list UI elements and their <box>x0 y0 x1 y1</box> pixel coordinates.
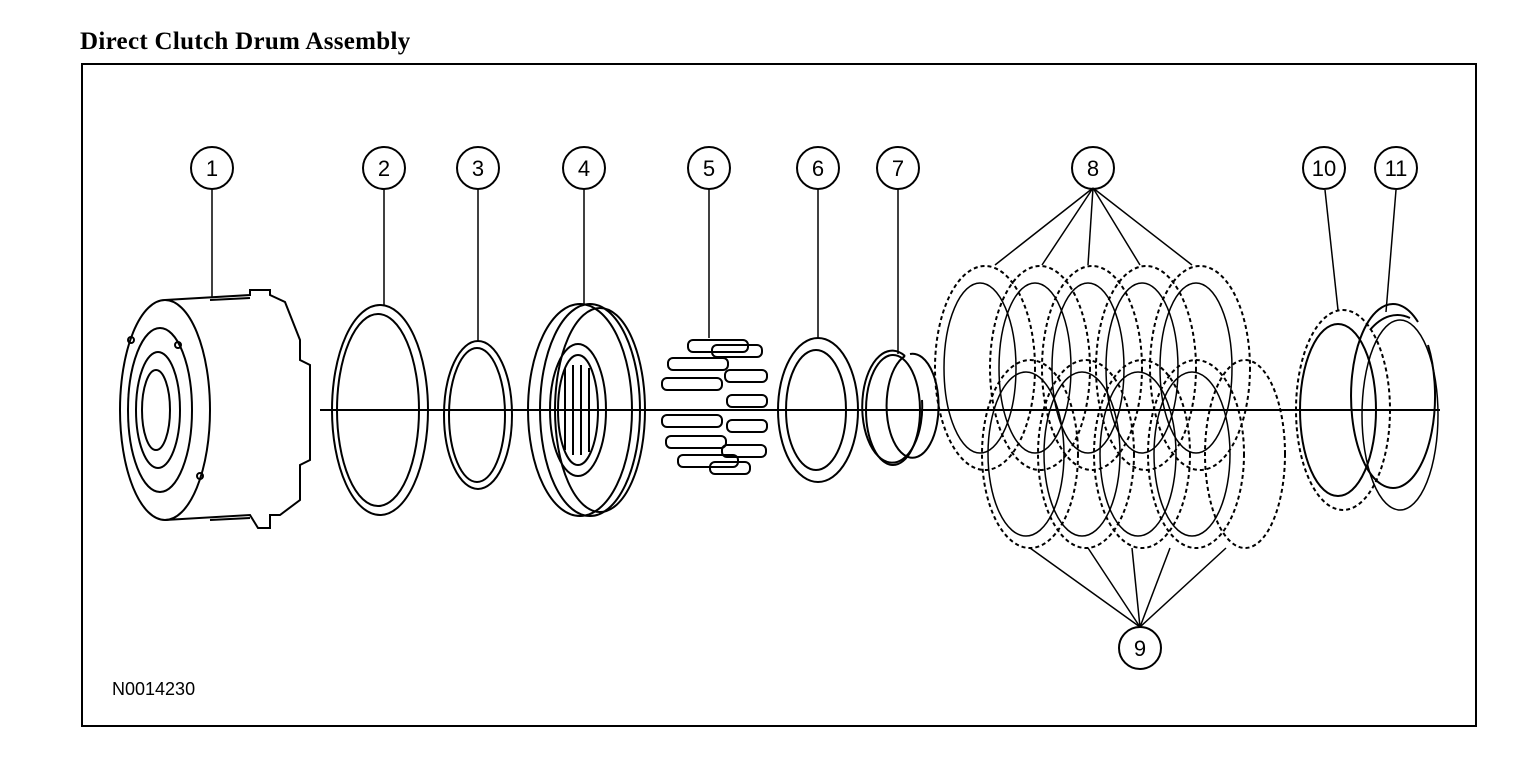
svg-text:6: 6 <box>812 156 824 181</box>
clutch-plates-inner <box>943 282 1233 537</box>
svg-text:5: 5 <box>703 156 715 181</box>
part-1-clutch-drum <box>119 289 311 529</box>
callouts: 1 2 3 4 5 6 7 8 9 10 11 <box>190 146 1418 670</box>
part-3-seal <box>443 340 513 490</box>
diagram-title: Direct Clutch Drum Assembly <box>80 28 411 55</box>
svg-text:8: 8 <box>1087 156 1099 181</box>
callout-11: 11 <box>1374 146 1418 190</box>
figure-id: N0014230 <box>112 679 196 699</box>
callout-3: 3 <box>456 146 500 190</box>
callout-8: 8 <box>1071 146 1115 190</box>
svg-text:10: 10 <box>1312 156 1336 181</box>
svg-text:11: 11 <box>1385 156 1408 181</box>
svg-text:1: 1 <box>206 156 218 181</box>
leader-lines <box>211 187 1397 628</box>
callout-5: 5 <box>687 146 731 190</box>
callout-4: 4 <box>562 146 606 190</box>
svg-text:9: 9 <box>1134 636 1146 661</box>
svg-text:2: 2 <box>378 156 390 181</box>
svg-text:7: 7 <box>892 156 904 181</box>
callout-10: 10 <box>1302 146 1346 190</box>
svg-text:3: 3 <box>472 156 484 181</box>
svg-text:4: 4 <box>578 156 590 181</box>
part-11-snap-ring <box>1350 303 1439 511</box>
diagram-frame <box>81 63 1477 727</box>
part-7-snap-ring <box>861 349 940 466</box>
callout-1: 1 <box>190 146 234 190</box>
part-5-return-springs <box>661 339 768 475</box>
callout-9: 9 <box>1118 626 1162 670</box>
callout-7: 7 <box>876 146 920 190</box>
callout-2: 2 <box>362 146 406 190</box>
callout-6: 6 <box>796 146 840 190</box>
